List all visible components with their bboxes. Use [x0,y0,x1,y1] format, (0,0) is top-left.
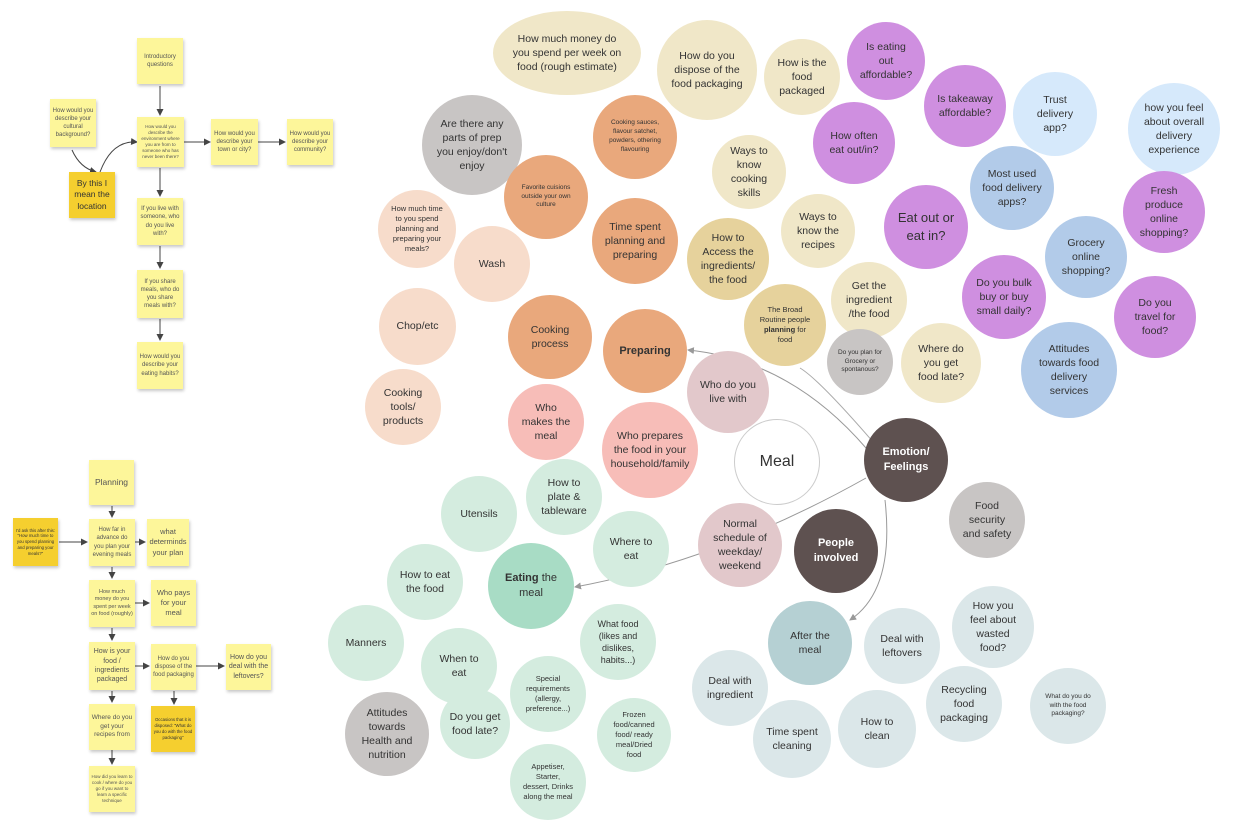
bubble-cooking-sauces[interactable]: Cooking sauces, flavour satchet, powders… [593,95,677,179]
hub-emotion-feelings[interactable]: Emotion/ Feelings [864,418,948,502]
bubble-plate-tableware[interactable]: How to plate & tableware [526,459,602,535]
bubble-eating-out-affordable[interactable]: Is eating out affordable? [847,22,925,100]
sticky-location-note[interactable]: By this I mean the location [69,172,115,218]
sticky-town-city[interactable]: How would you describe your town or city… [211,119,258,165]
bubble-bulk-buy[interactable]: Do you bulk buy or buy small daily? [962,255,1046,339]
bubble-manners[interactable]: Manners [328,605,404,681]
bubble-health-nutrition[interactable]: Attitudes towards Health and nutrition [345,692,429,776]
bubble-time-spend-planning[interactable]: How much time to you spend planning and … [378,190,456,268]
bubble-travel-for-food[interactable]: Do you travel for food? [1114,276,1196,358]
bubble-food-late[interactable]: Do you get food late? [440,689,510,759]
sticky-occasions-disposed[interactable]: Occasions that it is disposed: "What do … [151,706,195,752]
bubble-dispose-packaging[interactable]: How do you dispose of the food packaging [657,20,757,120]
bubble-access-ingredients[interactable]: How to Access the ingredients/ the food [687,218,769,300]
bubble-appetiser[interactable]: Appetiser, Starter, dessert, Drinks alon… [510,744,586,820]
bubble-cooking-tools[interactable]: Cooking tools/ products [365,369,441,445]
bubble-takeaway-affordable[interactable]: Is takeaway affordable? [924,65,1006,147]
sticky-community[interactable]: How would you describe your community? [287,119,333,165]
bubble-delivery-apps[interactable]: Most used food delivery apps? [970,146,1054,230]
sticky-learn-cook[interactable]: How did you learn to cook / where do you… [89,766,135,812]
bubble-fresh-produce-online[interactable]: Fresh produce online shopping? [1123,171,1205,253]
arrow-location-to-environment [99,138,138,173]
sticky-describe-environment[interactable]: How would you describe the environment w… [137,117,184,167]
bubble-deal-leftovers[interactable]: Deal with leftovers [864,608,940,684]
bubble-attitudes-delivery[interactable]: Attitudes towards food delivery services [1021,322,1117,418]
bubble-how-to-clean[interactable]: How to clean [838,690,916,768]
bubble-deal-ingredient[interactable]: Deal with ingredient [692,650,768,726]
sticky-recipes-from[interactable]: Where do you get your recipes from [89,704,135,750]
bubble-chop[interactable]: Chop/etc [379,288,456,365]
sticky-intro-questions[interactable]: Introductory questions [137,38,183,84]
sticky-planning[interactable]: Planning [89,460,134,505]
bubble-how-food-packaged[interactable]: How is the food packaged [764,39,840,115]
center-meal-bubble[interactable]: Meal [734,419,820,505]
bubble-how-to-eat[interactable]: How to eat the food [387,544,463,620]
bubble-who-prepares[interactable]: Who prepares the food in your household/… [602,402,698,498]
bubble-normal-schedule[interactable]: Normal schedule of weekday/ weekend [698,503,782,587]
bubble-eat-out-or-in[interactable]: Eat out or eat in? [884,185,968,269]
bubble-cooking-skills[interactable]: Ways to know cooking skills [712,135,786,209]
bubble-what-do-packaging[interactable]: What do you do with the food packaging? [1030,668,1106,744]
bubble-know-recipes[interactable]: Ways to know the recipes [781,194,855,268]
bubble-special-requirements[interactable]: Special requirements (allergy, preferenc… [510,656,586,732]
sticky-who-pays[interactable]: Who pays for your meal [151,580,196,626]
bubble-time-spent-planning[interactable]: Time spent planning and preparing [592,198,678,284]
sticky-how-packaged[interactable]: How is your food / ingredients packaged [89,642,135,690]
sticky-live-with[interactable]: If you live with someone, who do you liv… [137,198,183,245]
sticky-dispose-packaging[interactable]: How do you dispose of the food packaging [151,644,196,690]
category-eating-meal[interactable]: Eating the meal [488,543,574,629]
bubble-trust-delivery[interactable]: Trust delivery app? [1013,72,1097,156]
sticky-deal-leftovers[interactable]: How do you deal with the leftovers? [226,644,271,690]
sticky-ask-after-note[interactable]: I'd ask this after this: "How much time … [13,518,58,566]
bubble-food-security[interactable]: Food security and safety [949,482,1025,558]
category-people-involved[interactable]: People involved [794,509,878,593]
bubble-broad-routine[interactable]: The Broad Routine people planning for fo… [744,284,826,366]
category-preparing[interactable]: Preparing [603,309,687,393]
bubble-who-makes-meal[interactable]: Who makes the meal [508,384,584,460]
sticky-share-meals[interactable]: If you share meals, who do you share mea… [137,270,183,318]
bubble-time-cleaning[interactable]: Time spent cleaning [753,700,831,778]
bubble-plan-grocery[interactable]: Do you plan for Grocery or spontanous? [827,329,893,395]
bubble-recycling-packaging[interactable]: Recycling food packaging [926,666,1002,742]
sticky-what-determines[interactable]: what determinds your plan [147,519,189,566]
bubble-delivery-experience[interactable]: how you feel about overall delivery expe… [1128,83,1220,175]
bubble-get-ingredient[interactable]: Get the ingredient /the food [831,262,907,338]
bubble-where-to-eat[interactable]: Where to eat [593,511,669,587]
sticky-plan-advance[interactable]: How far in advance do you plan your even… [89,519,135,566]
bubble-feel-wasted-food[interactable]: How you feel about wasted food? [952,586,1034,668]
bubble-frozen-food[interactable]: Frozen food/canned food/ ready meal/Drie… [597,698,671,772]
bubble-money-per-week[interactable]: How much money do you spend per week on … [493,11,641,95]
bubble-favorite-cuisines[interactable]: Favorite cuisions outside your own cultu… [504,155,588,239]
bubble-who-live-with[interactable]: Who do you live with [687,351,769,433]
category-after-meal[interactable]: After the meal [768,601,852,685]
bubble-where-food-late[interactable]: Where do you get food late? [901,323,981,403]
sticky-money-per-week[interactable]: How much money do you spent per week on … [89,580,135,627]
bubble-utensils[interactable]: Utensils [441,476,517,552]
arrow-cultural-to-location [71,149,97,174]
bubble-enjoy-prep[interactable]: Are there any parts of prep you enjoy/do… [422,95,522,195]
bubble-how-often-eat-out[interactable]: How often eat out/in? [813,102,895,184]
sticky-eating-habits[interactable]: How would you describe your eating habit… [137,342,183,389]
bubble-cooking-process[interactable]: Cooking process [508,295,592,379]
bubble-wash[interactable]: Wash [454,226,530,302]
bubble-what-food-likes[interactable]: What food (likes and dislikes, habits...… [580,604,656,680]
sticky-cultural-background[interactable]: How would you describe your cultural bac… [50,99,96,147]
bubble-grocery-online[interactable]: Grocery online shopping? [1045,216,1127,298]
